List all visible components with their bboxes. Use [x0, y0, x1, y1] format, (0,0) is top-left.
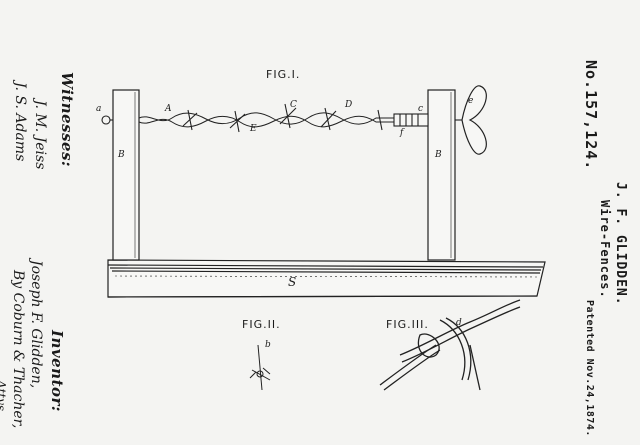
inventor-name: J. F. GLIDDEN. [613, 182, 628, 306]
part-label-e: e [468, 96, 474, 106]
fig3-label: FIG.III. [386, 318, 429, 331]
base-rail [107, 259, 546, 298]
patent-subject: Wire-Fences. [598, 200, 612, 299]
fig2-label: FIG.II. [242, 318, 281, 331]
inventor-signature-3: Attys. [0, 380, 8, 415]
fig1-label: FIG.I. [266, 68, 301, 81]
part-label-A: A [165, 104, 172, 114]
part-label-f: f [400, 128, 404, 138]
witness-signature-2: J. S. Adams [12, 82, 28, 162]
wing-key [461, 85, 487, 155]
inventor-signature-1: Joseph F. Glidden, [28, 260, 44, 389]
inventor-signature-2: By Coburn & Thacher, [10, 270, 26, 429]
barbs [182, 103, 383, 133]
part-label-d: d [456, 318, 462, 328]
twisted-wire [138, 112, 395, 128]
patented-date: Patented Nov.24,1874. [584, 300, 595, 437]
fig3-barb-detail [379, 299, 521, 391]
part-label-B-left: B [118, 150, 125, 160]
part-label-E: E [250, 124, 257, 134]
left-post [112, 89, 140, 261]
patent-number: No.157,124. [582, 60, 600, 171]
witnesses-heading: Witnesses: [58, 72, 76, 168]
wire-tensioner [393, 113, 462, 127]
part-label-C: C [290, 100, 297, 110]
part-label-c: c [418, 104, 424, 114]
right-post [427, 89, 456, 261]
part-label-b: b [265, 340, 271, 350]
part-label-S: S [288, 275, 297, 289]
inventor-heading: Inventor: [48, 330, 66, 412]
part-label-D: D [345, 100, 353, 110]
witness-signature-1: J. M. Jeiss [32, 100, 48, 170]
part-label-a-small: a [96, 104, 102, 114]
part-label-B-right: B [435, 150, 442, 160]
eye-bolt [101, 115, 113, 125]
fig2-barb-detail [249, 344, 271, 391]
